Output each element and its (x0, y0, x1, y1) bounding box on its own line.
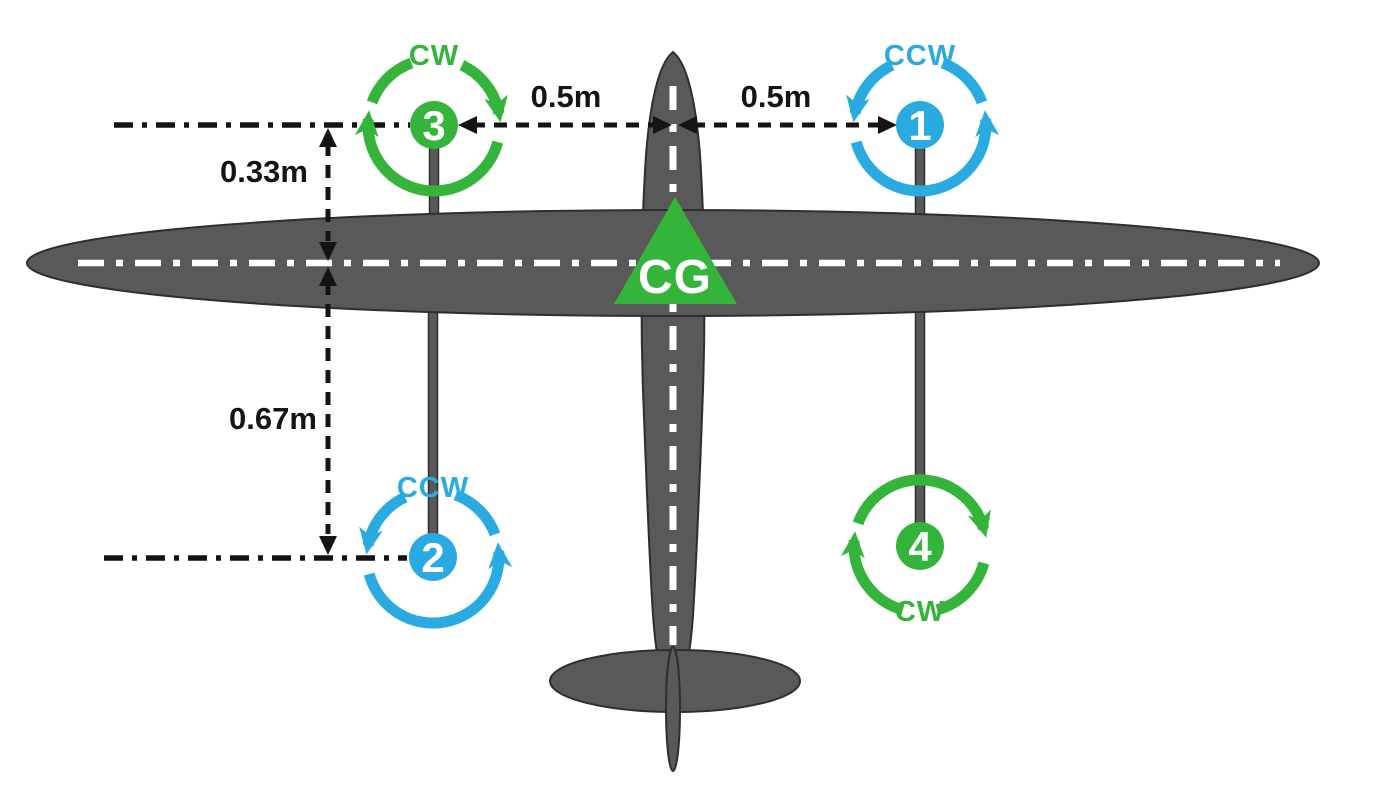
motor-1-number: 1 (908, 102, 931, 149)
dim-arrowhead-left (458, 116, 477, 134)
motor-4-rotation-arrow (935, 561, 990, 616)
motor-2-hub (409, 533, 457, 581)
motor-3-number: 3 (422, 102, 445, 149)
vertical-stabilizer (665, 646, 681, 772)
motor-4-hub (896, 522, 944, 570)
motor-1-direction-label: CCW (884, 40, 956, 72)
dim-label-front-axle-to-cg: 0.33m (220, 154, 308, 189)
motor-4-rotation-arrow (840, 531, 905, 616)
dim-label-front-left-span: 0.5m (531, 79, 602, 114)
motor-2-number: 2 (421, 534, 444, 581)
motor-4-direction-label: CW (895, 596, 945, 628)
dim-arrowhead-down (319, 536, 337, 555)
cg-triangle (614, 197, 737, 304)
dimension-front-axle-to-cg: 0.33m (220, 128, 337, 261)
dim-arrowhead-left (678, 116, 697, 134)
dim-arrowhead-right (653, 116, 672, 134)
motor-2-rotation-arrow (453, 489, 501, 537)
motor-3-hub (410, 101, 458, 149)
motor-1-rotation-arrow (846, 60, 895, 123)
motor-1-rotation-arrow (850, 110, 1000, 197)
cg-label: CG (638, 251, 712, 304)
motor-4-rotation-arrow (852, 474, 991, 538)
motor-3-direction-label: CW (409, 40, 459, 72)
dimension-front-right-span: 0.5m (678, 79, 897, 134)
dim-arrowhead-up (319, 128, 337, 147)
motor-1-hub (896, 101, 944, 149)
motor-3: 3 CW (354, 40, 508, 197)
motor-3-rotation-arrow (354, 110, 504, 197)
dim-label-cg-to-rear-axle: 0.67m (229, 401, 317, 436)
dim-arrowhead-down (319, 242, 337, 261)
motor-4: 4CW (840, 474, 991, 628)
motor-3-rotation-arrow (459, 60, 508, 123)
motor-4-number: 4 (908, 523, 932, 570)
motor-1: 1 CCW (846, 40, 1000, 197)
cg-marker: CG (614, 197, 737, 304)
dimension-front-left-span: 0.5m (458, 79, 672, 134)
dimension-cg-to-rear-axle: 0.67m (229, 267, 337, 555)
motor-2-rotation-arrow (359, 492, 408, 555)
dim-arrowhead-right (878, 116, 897, 134)
motor-3-rotation-arrow (366, 57, 414, 105)
motor-2-direction-label: CCW (397, 472, 469, 504)
dim-arrowhead-up (319, 267, 337, 286)
motor-2-rotation-arrow (363, 542, 513, 629)
dim-label-front-right-span: 0.5m (741, 79, 812, 114)
motor-1-rotation-arrow (940, 57, 988, 105)
motor-2: 2 CCW (359, 472, 513, 629)
